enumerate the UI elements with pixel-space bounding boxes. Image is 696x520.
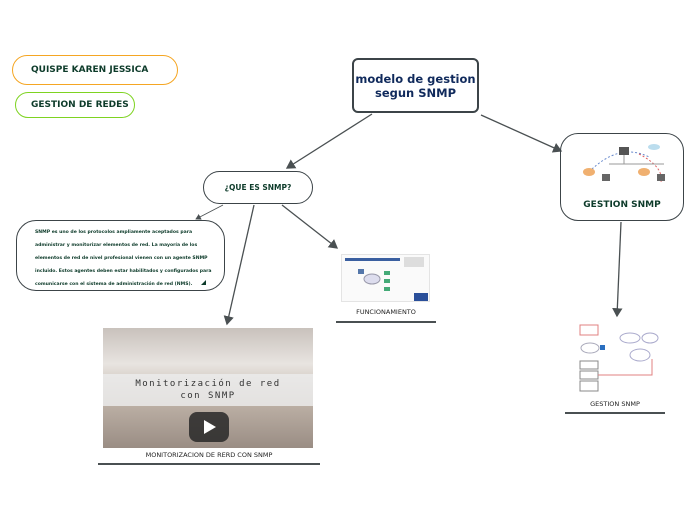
root-label: modelo de gestion segun SNMP xyxy=(355,71,476,100)
play-icon[interactable] xyxy=(189,412,229,442)
gestion-node-label: GESTION SNMP xyxy=(583,200,661,210)
connector-que-video xyxy=(223,204,255,326)
root-node[interactable]: modelo de gestion segun SNMP xyxy=(352,58,479,113)
connector-que-funcionamiento xyxy=(281,204,339,249)
funcionamiento-caption: FUNCIONAMIENTO xyxy=(356,308,416,316)
funcionamiento-underline xyxy=(336,321,436,323)
resize-handle-icon[interactable] xyxy=(201,280,206,285)
video-underline xyxy=(98,463,320,465)
author-label: QUISPE KAREN JESSICA xyxy=(31,65,149,75)
subject-label: GESTION DE REDES xyxy=(31,100,129,110)
subject-node[interactable]: GESTION DE REDES xyxy=(15,92,135,118)
gestion-snmp-image[interactable] xyxy=(570,323,660,393)
description-text: SNMP es uno de los protocolos ampliament… xyxy=(35,230,212,287)
connector-root-que xyxy=(285,113,373,169)
connector-que-desc xyxy=(195,204,224,220)
funcionamiento-image[interactable] xyxy=(341,254,430,302)
video-thumbnail[interactable]: Monitorización de red con SNMP xyxy=(103,328,313,448)
snmp-diagram-image xyxy=(583,144,665,183)
que-es-node[interactable]: ¿QUE ES SNMP? xyxy=(203,171,313,204)
gestion-image-caption: GESTION SNMP xyxy=(590,400,640,408)
video-caption: MONITORIZACION DE RERD CON SNMP xyxy=(145,451,273,459)
gestion-node[interactable] xyxy=(560,133,684,221)
connector-root-gestion xyxy=(480,114,563,153)
description-node[interactable]: SNMP es uno de los protocolos ampliament… xyxy=(16,220,225,291)
author-node[interactable]: QUISPE KAREN JESSICA xyxy=(12,55,178,85)
gestion-image-underline xyxy=(565,412,665,414)
que-es-label: ¿QUE ES SNMP? xyxy=(224,183,292,192)
video-title: Monitorización de red con SNMP xyxy=(103,374,313,406)
connector-gestion-image xyxy=(612,221,623,318)
